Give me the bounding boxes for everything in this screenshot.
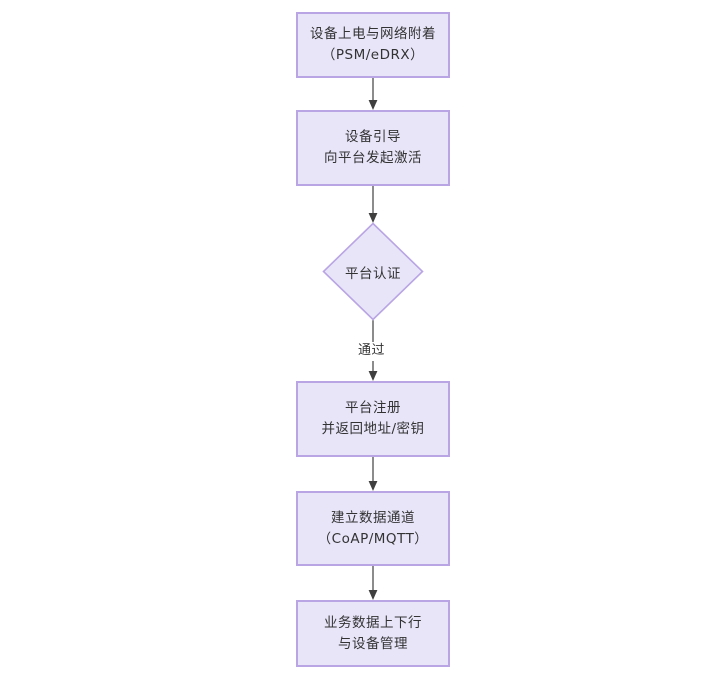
node-line: （CoAP/MQTT） xyxy=(317,530,429,547)
node-data-channel[interactable]: 建立数据通道 （CoAP/MQTT） xyxy=(296,491,450,566)
node-platform-authentication[interactable]: 平台认证 xyxy=(322,222,424,321)
edge-n4-n5 xyxy=(366,457,380,492)
edge-n1-n2 xyxy=(366,77,380,111)
node-line: 与设备管理 xyxy=(338,635,408,652)
node-line: 设备引导 xyxy=(345,129,401,146)
node-device-bootstrap[interactable]: 设备引导 向平台发起激活 xyxy=(296,110,450,186)
node-line: 向平台发起激活 xyxy=(324,150,422,166)
node-business-data[interactable]: 业务数据上下行 与设备管理 xyxy=(296,600,450,667)
node-line: 设备上电与网络附着 xyxy=(310,26,436,43)
node-platform-registration[interactable]: 平台注册 并返回地址/密钥 xyxy=(296,381,450,457)
edge-label-tongguo: 通过 xyxy=(355,342,389,361)
node-line: 并返回地址/密钥 xyxy=(321,421,425,437)
edge-n5-n6 xyxy=(366,566,380,601)
diamond-shape xyxy=(322,222,424,321)
node-line: 建立数据通道 xyxy=(331,509,415,526)
node-line: 业务数据上下行 xyxy=(324,614,422,631)
edge-n2-n3 xyxy=(366,186,380,224)
node-device-power-on[interactable]: 设备上电与网络附着 （PSM/eDRX） xyxy=(296,12,450,78)
node-line: （PSM/eDRX） xyxy=(321,47,425,63)
node-line: 平台注册 xyxy=(345,400,401,417)
